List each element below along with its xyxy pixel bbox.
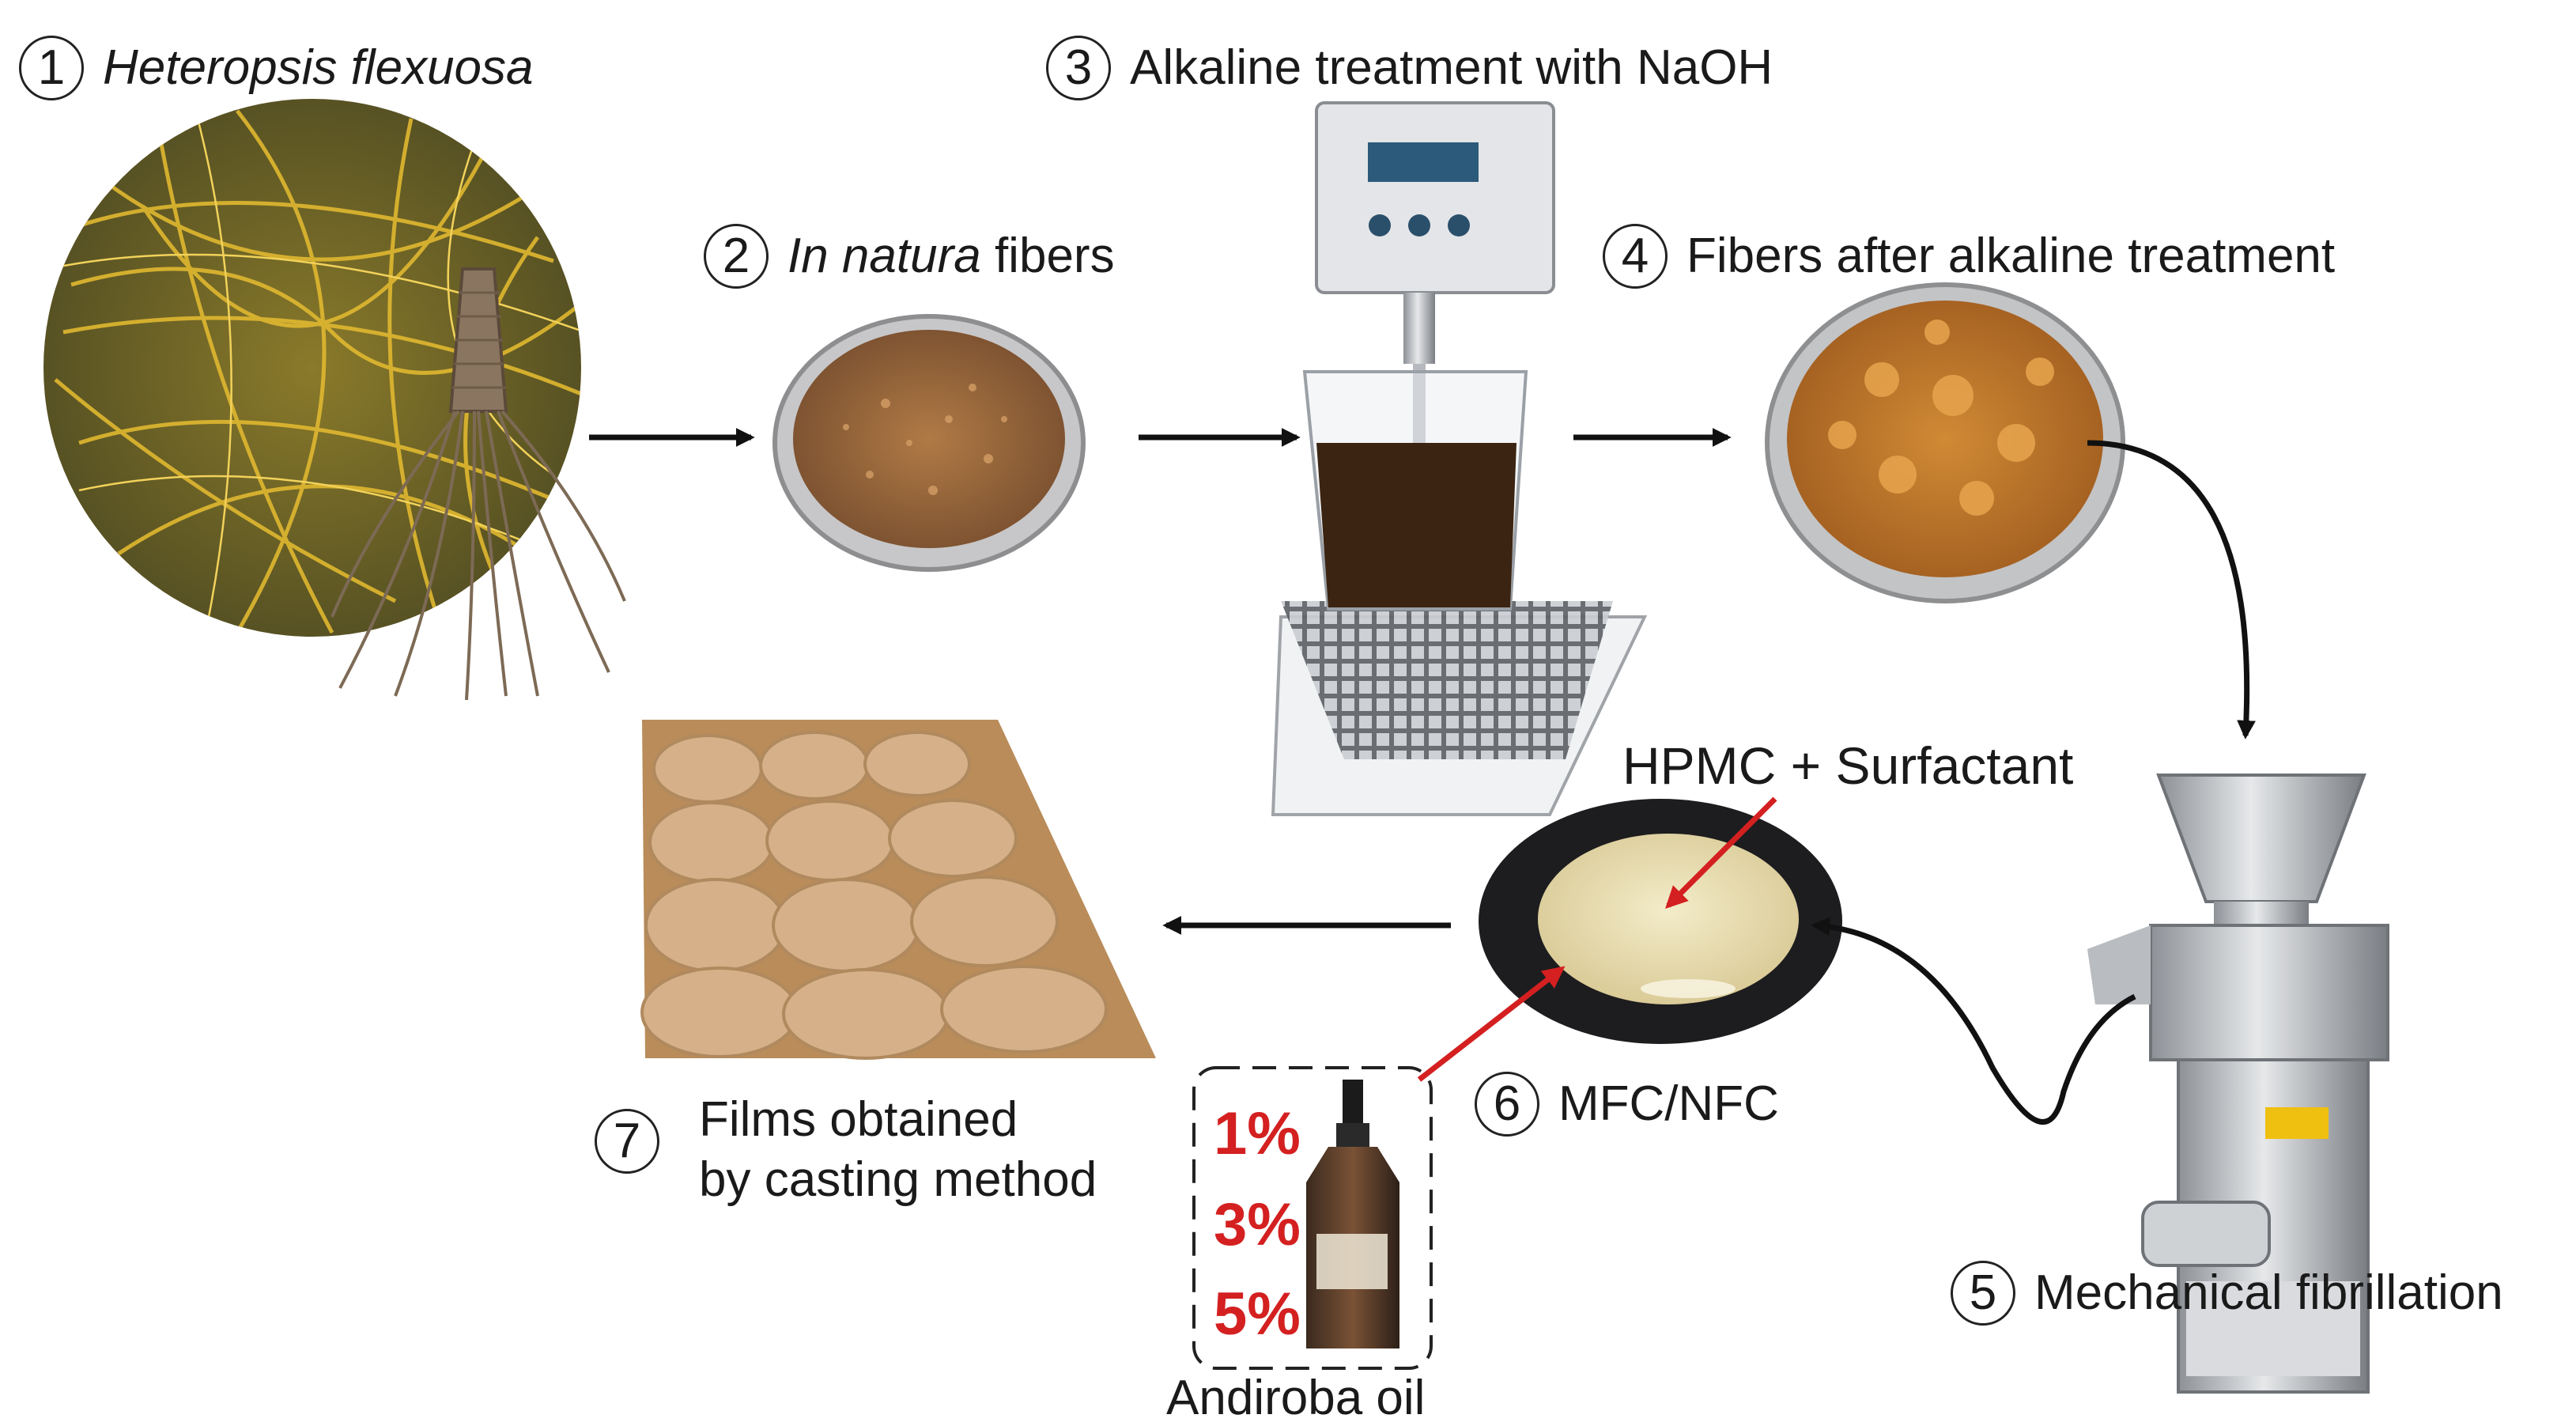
step-3-text: Alkaline treatment with NaOH <box>1130 40 1773 95</box>
treated-fibers-photo <box>1765 282 2125 603</box>
in-natura-fibers-photo <box>772 314 1086 572</box>
oil-pointer-arrow <box>1417 966 1566 1082</box>
step-2-label: 2 In natura fibers <box>704 224 1115 289</box>
mfc-nfc-photo <box>1479 799 1842 1044</box>
step-3-label: 3 Alkaline treatment with NaOH <box>1046 36 1773 100</box>
arrow-4-to-5 <box>2087 440 2256 739</box>
step-3-number: 3 <box>1046 36 1111 100</box>
step-2-number: 2 <box>704 224 769 289</box>
step-4-label: 4 Fibers after alkaline treatment <box>1603 224 2335 289</box>
andiroba-oil-box <box>1192 1066 1433 1370</box>
step-5-label: 5 Mechanical fibrillation <box>1951 1261 2503 1326</box>
alkaline-treatment-apparatus <box>1271 101 1648 816</box>
oil-concentration-1: 1% <box>1214 1100 1301 1167</box>
step-1-number: 1 <box>19 36 84 100</box>
step-7-text: Films obtained by casting method <box>699 1090 1097 1209</box>
step-4-number: 4 <box>1603 224 1668 289</box>
oil-concentration-2: 3% <box>1214 1191 1301 1258</box>
step-5-number: 5 <box>1951 1261 2015 1326</box>
step-7-line-1: Films obtained <box>699 1092 1018 1147</box>
step-2-text: fibers <box>980 229 1115 283</box>
step-1-text: Heteropsis flexuosa <box>103 40 534 95</box>
oil-bottle-image <box>1306 1080 1399 1348</box>
step-2-text-italic: In natura <box>788 229 981 283</box>
step-7-number: 7 <box>595 1109 659 1174</box>
andiroba-oil-label: Andiroba oil <box>1166 1371 1426 1425</box>
oil-concentration-3: 5% <box>1214 1280 1301 1348</box>
step-4-text: Fibers after alkaline treatment <box>1686 229 2336 283</box>
step-5-text: Mechanical fibrillation <box>2034 1265 2503 1320</box>
hpmc-surfactant-label: HPMC + Surfactant <box>1622 736 2074 795</box>
step-1-label: 1 Heteropsis flexuosa <box>19 36 534 100</box>
step-6-label: 6 MFC/NFC <box>1475 1072 1779 1137</box>
step-7-line-2: by casting method <box>699 1152 1097 1207</box>
fibrillation-machine <box>2087 774 2389 1394</box>
cast-films-photo <box>640 720 1156 1060</box>
step-7-label: 7 <box>595 1109 678 1174</box>
arrow-5-to-6 <box>1811 917 2136 1125</box>
step-6-text: MFC/NFC <box>1558 1076 1779 1131</box>
step-6-number: 6 <box>1475 1072 1539 1137</box>
hpmc-pointer-arrow <box>1665 796 1777 909</box>
broom-image <box>330 267 626 701</box>
